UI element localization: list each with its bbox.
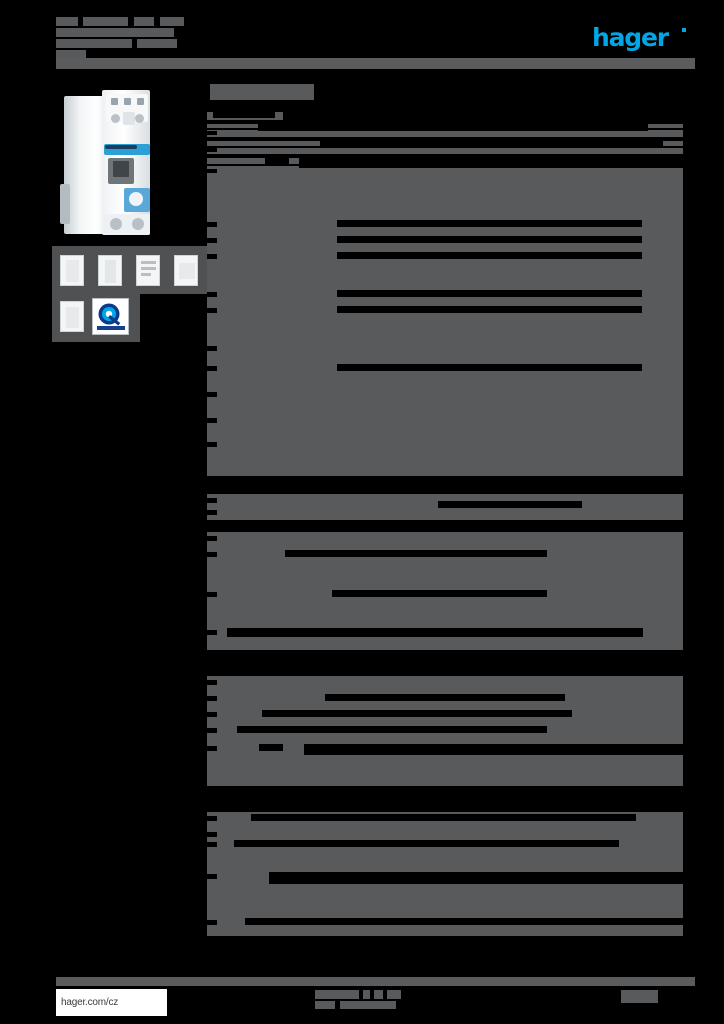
page-title-line xyxy=(83,17,128,26)
hager-logo-dot xyxy=(682,28,686,32)
list-item[interactable] xyxy=(174,255,198,286)
thumbnail-gallery[interactable] xyxy=(52,246,212,342)
footer-url-text: hager.com/cz xyxy=(61,997,119,1008)
page-title-line xyxy=(56,50,86,58)
page-title-line xyxy=(56,39,132,48)
footer-center-text xyxy=(315,1001,335,1009)
page-title xyxy=(56,17,206,62)
page-title-line xyxy=(160,17,184,26)
product-photo[interactable] xyxy=(56,88,158,243)
footer-page-number xyxy=(621,990,658,1003)
footer-center-text xyxy=(374,990,383,999)
footer-divider xyxy=(56,977,695,986)
header-divider xyxy=(56,58,695,69)
list-item[interactable] xyxy=(60,301,84,332)
list-item[interactable] xyxy=(60,255,84,286)
footer-center-text xyxy=(340,1001,396,1009)
page-title-line xyxy=(56,17,78,26)
section-title xyxy=(210,84,314,100)
quality-mark-logo[interactable] xyxy=(92,298,129,335)
page-title-line xyxy=(134,17,154,26)
list-item[interactable] xyxy=(98,255,122,286)
hager-logo-text: hager xyxy=(592,23,669,52)
page-title-line xyxy=(56,28,174,37)
footer-center-text xyxy=(315,990,359,999)
footer-center-text xyxy=(363,990,370,999)
page-title-line xyxy=(137,39,177,48)
footer-url[interactable]: hager.com/cz xyxy=(56,989,167,1016)
footer-center-text xyxy=(387,990,401,999)
table-row-group xyxy=(207,166,683,476)
list-item[interactable] xyxy=(136,255,160,286)
hager-logo[interactable]: hager xyxy=(592,23,686,52)
